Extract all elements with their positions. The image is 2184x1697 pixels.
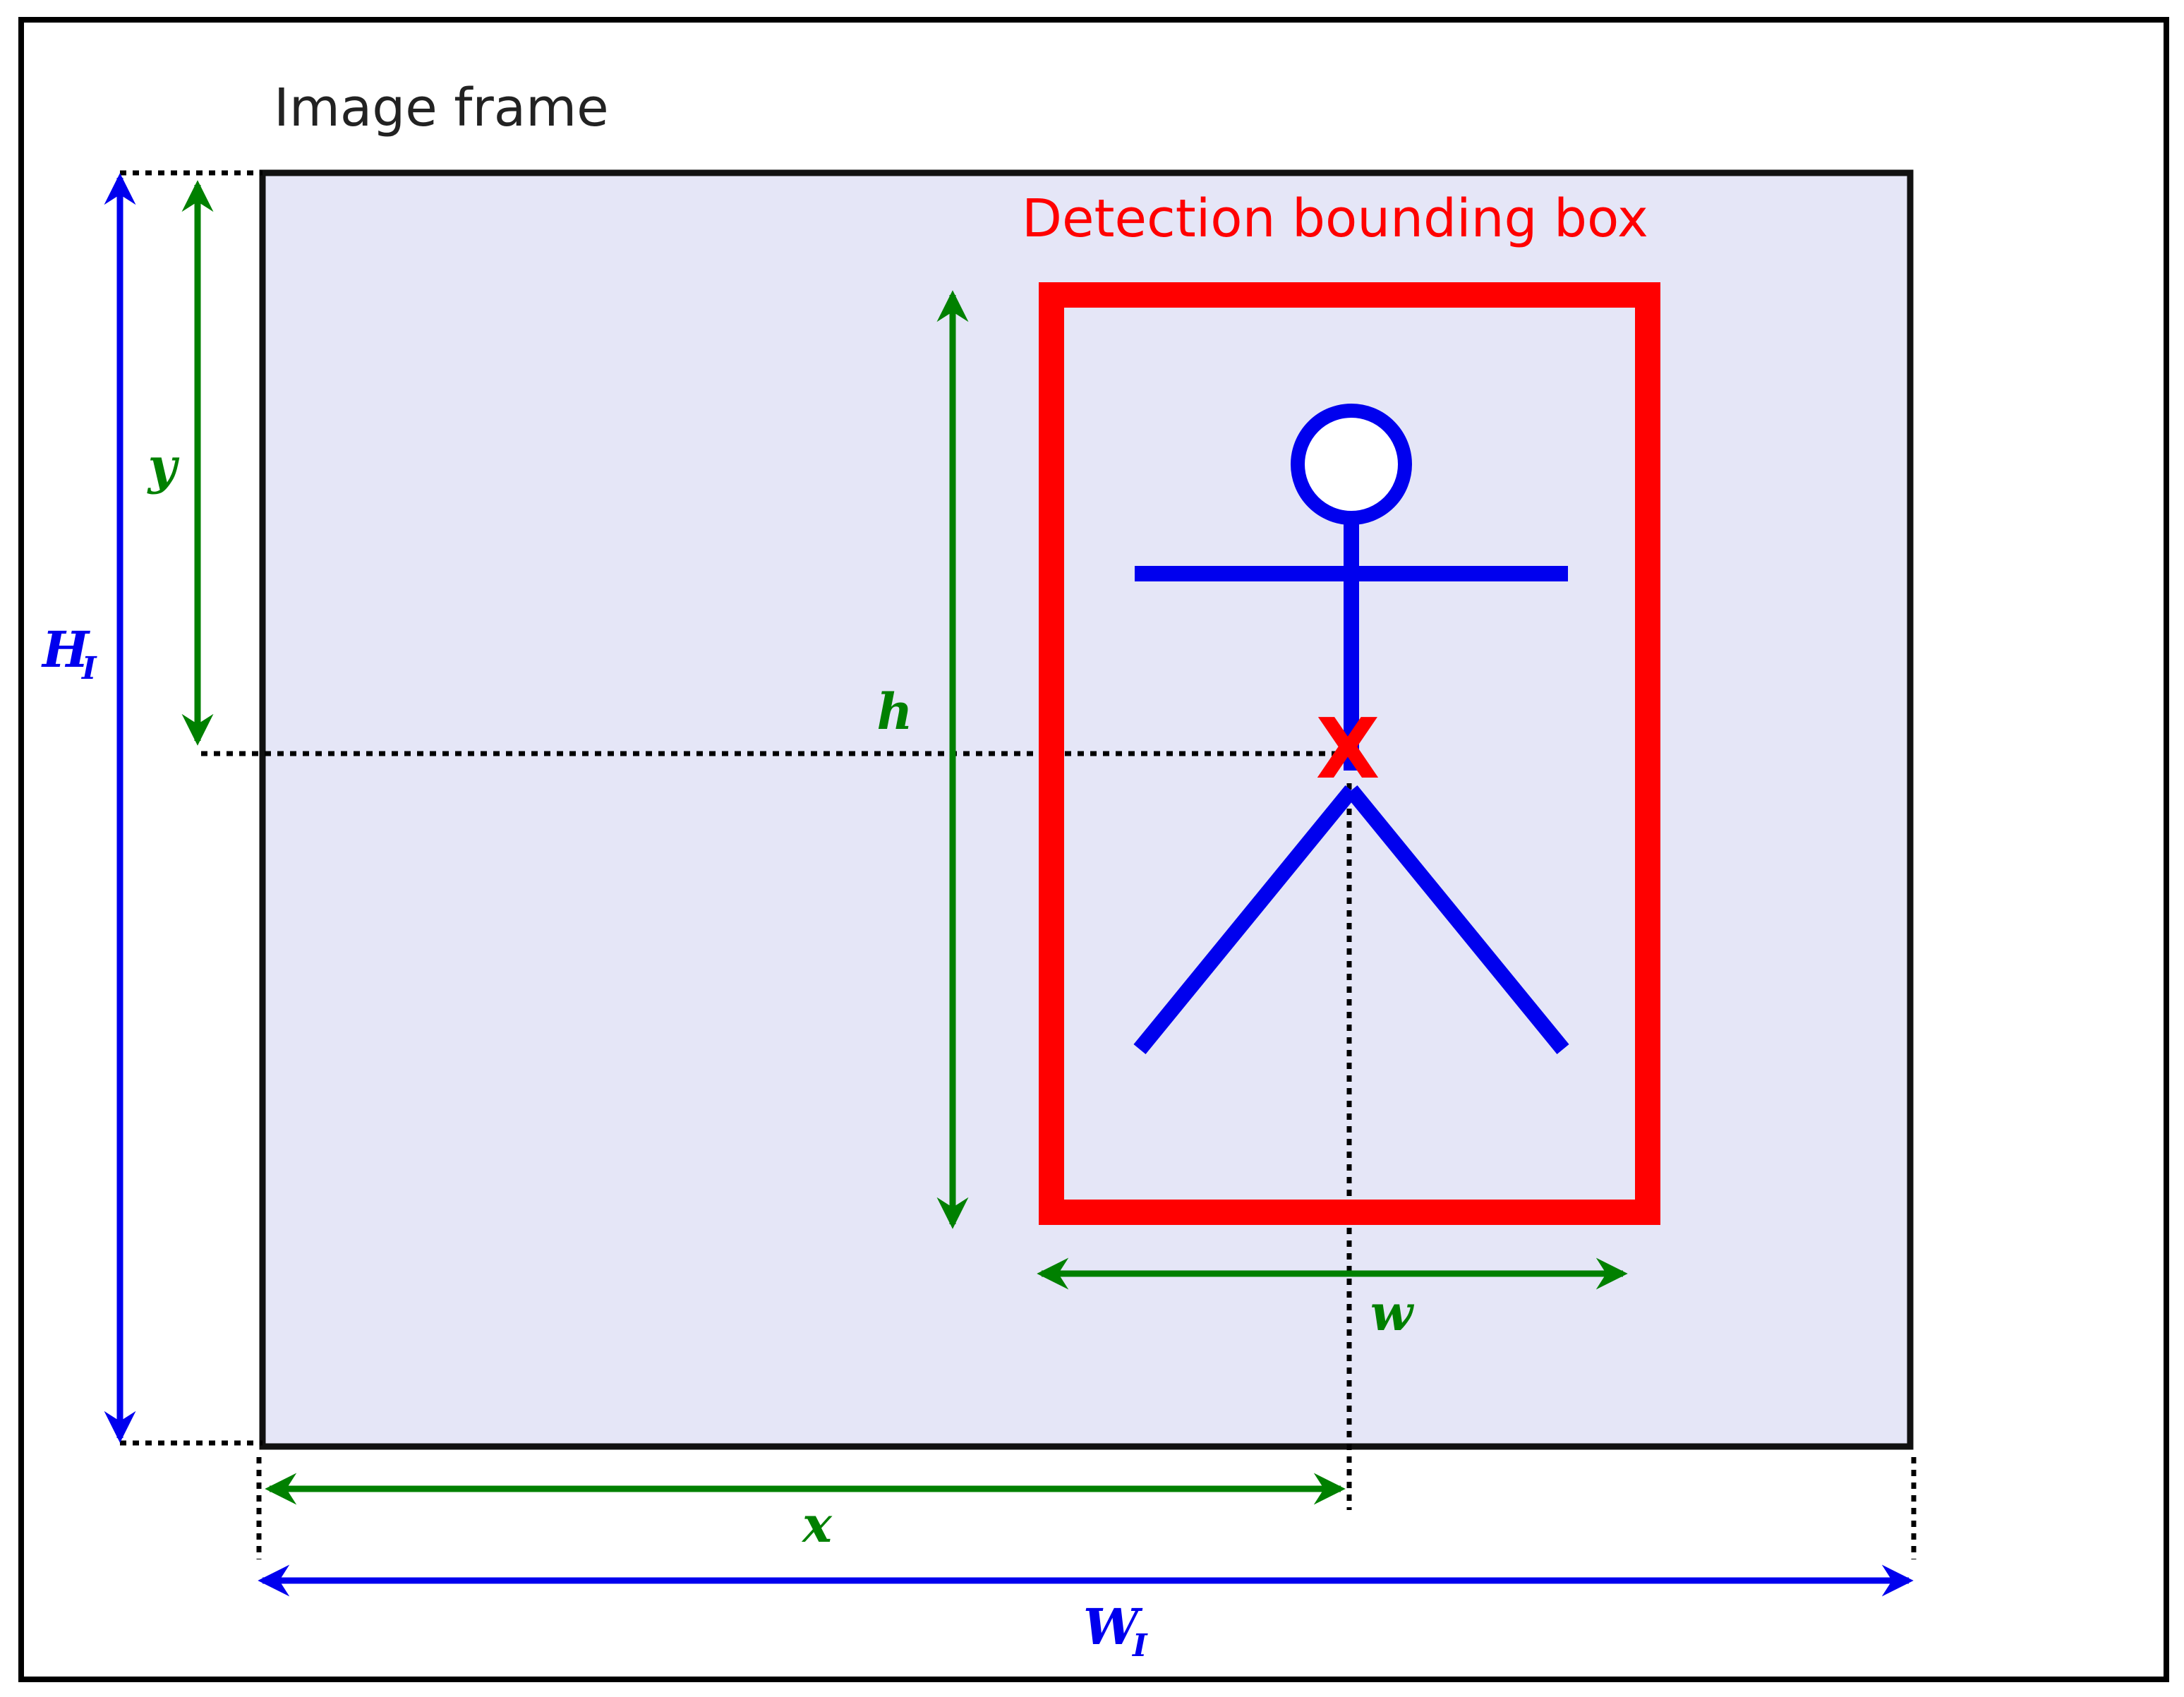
H-label-main: H <box>41 620 90 679</box>
y-label: y <box>147 437 180 495</box>
W-label-subscript: I <box>1131 1628 1148 1664</box>
figure-left-leg <box>1133 785 1358 1054</box>
h-label: h <box>877 682 913 741</box>
image-frame-label: Image frame <box>274 78 609 138</box>
H-label-subscript: I <box>80 651 97 687</box>
figure-head <box>1291 404 1412 525</box>
W-label-main: W <box>1083 1598 1143 1656</box>
detection-box-label: Detection bounding box <box>1022 188 1648 249</box>
w-label: w <box>1370 1284 1415 1342</box>
x-label: x <box>801 1495 833 1554</box>
center-x-marker: X <box>1316 700 1380 797</box>
W-label: W I <box>1083 1598 1148 1664</box>
stick-figure-icon <box>1133 404 1569 1054</box>
detection-bounding-box <box>1039 282 1660 1225</box>
arrows <box>104 173 1914 1597</box>
figure-right-leg <box>1345 785 1569 1054</box>
image-frame <box>259 169 1914 1450</box>
dotted-guides <box>120 170 1917 1559</box>
H-label: H I <box>41 620 97 687</box>
